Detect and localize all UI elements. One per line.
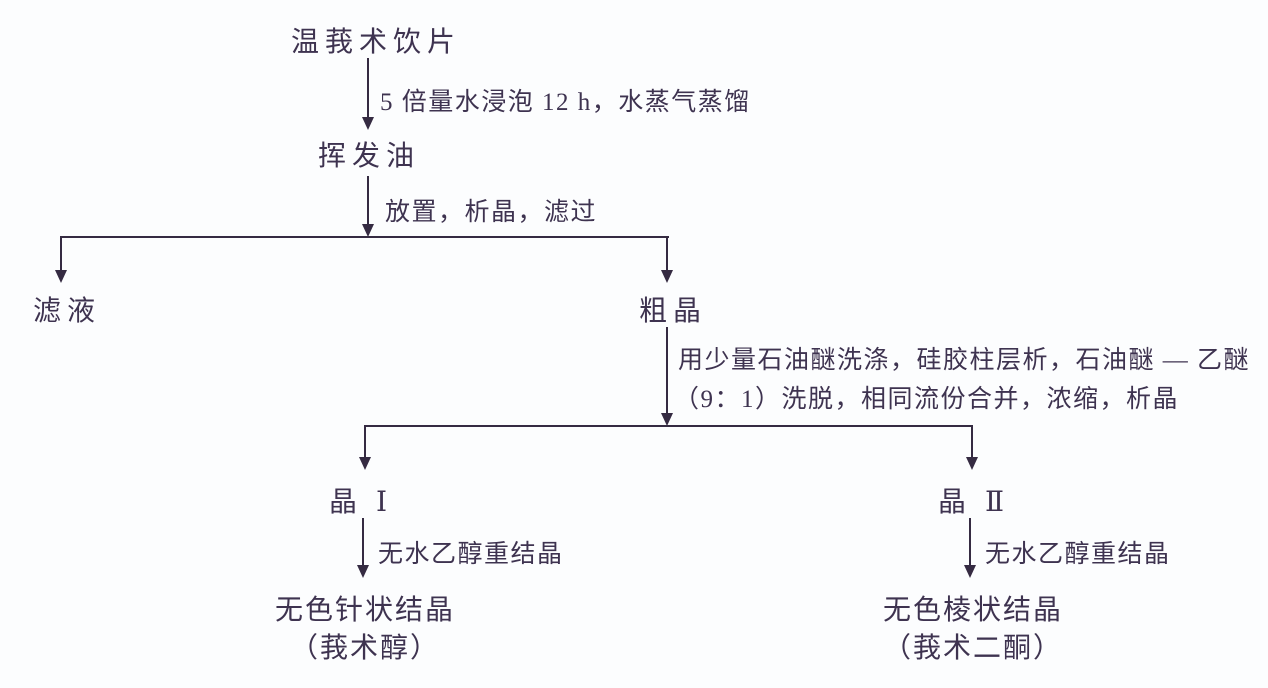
branch1-left-drop-line (60, 236, 62, 271)
step-column-chromatography-line2: （9：1）洗脱，相同流份合并，浓缩，析晶 (674, 386, 1180, 413)
step-stand-crystallize-filter-label: 放置，析晶，滤过 (385, 199, 598, 226)
arrow-down-icon (359, 457, 371, 470)
node-crystal-2: 晶 Ⅱ (938, 487, 1011, 518)
step-soak-distill-label: 5 倍量水浸泡 12 h，水蒸气蒸馏 (380, 89, 751, 116)
node-crude-crystals: 粗晶 (639, 296, 708, 327)
branch1-horizontal-line (61, 236, 669, 238)
node-product-2-name: 无色棱状结晶 (882, 595, 1063, 626)
step-recrystallize-1-label: 无水乙醇重结晶 (378, 541, 564, 568)
node-product-2-compound: （莪术二酮） (882, 633, 1063, 664)
edge-root-to-oil-line (367, 58, 369, 118)
edge-oil-to-branch-line (367, 176, 369, 226)
arrow-down-icon (661, 270, 673, 283)
arrow-down-icon (966, 457, 978, 470)
arrow-down-icon (661, 413, 673, 426)
edge-crystal2-to-product-line (969, 518, 971, 566)
branch2-left-drop-line (364, 425, 366, 458)
node-filtrate: 滤液 (33, 296, 102, 327)
arrow-down-icon (362, 224, 374, 237)
node-root-material: 温莪术饮片 (291, 27, 462, 58)
node-volatile-oil: 挥发油 (318, 141, 421, 172)
arrow-down-icon (55, 270, 67, 283)
arrow-down-icon (362, 117, 374, 130)
node-crystal-1: 晶 Ⅰ (329, 487, 394, 518)
node-product-1-compound: （莪术醇） (289, 633, 440, 664)
arrow-down-icon (964, 565, 976, 578)
branch2-right-drop-line (971, 425, 973, 458)
step-column-chromatography-line1: 用少量石油醚洗涤，硅胶柱层析，石油醚 — 乙醚 (678, 347, 1251, 374)
edge-crystal1-to-product-line (362, 518, 364, 566)
arrow-down-icon (357, 565, 369, 578)
step-recrystallize-2-label: 无水乙醇重结晶 (985, 541, 1171, 568)
edge-crude-to-branch-line (666, 327, 668, 415)
branch2-horizontal-line (365, 425, 973, 427)
node-product-1-name: 无色针状结晶 (274, 595, 455, 626)
branch1-right-drop-line (666, 236, 668, 271)
